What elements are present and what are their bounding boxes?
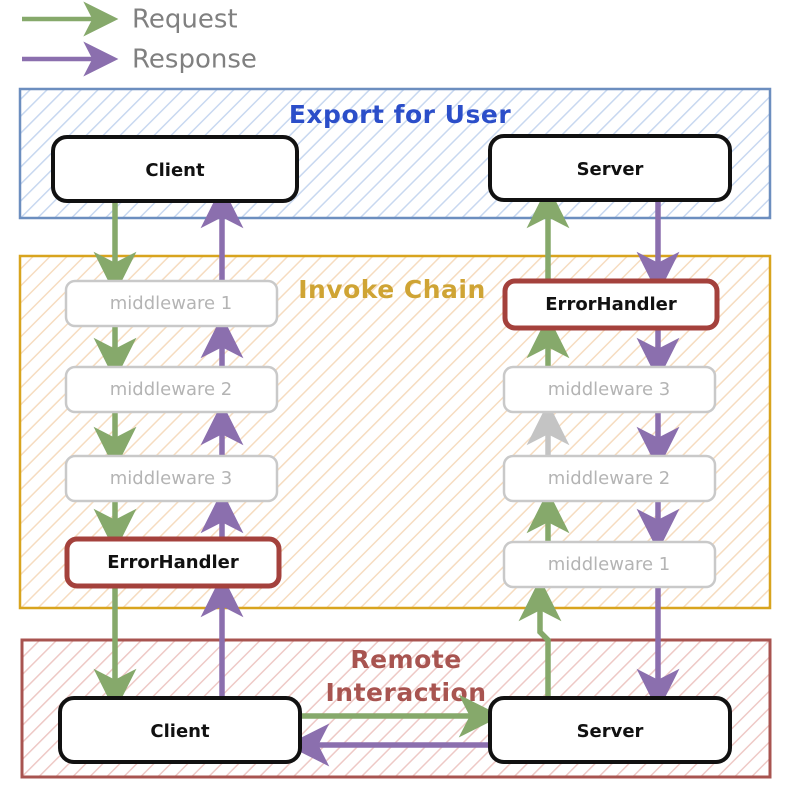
node-left-middleware-3[interactable]: middleware 3	[64, 454, 279, 503]
node-right-middleware-1[interactable]: middleware 1	[502, 540, 717, 589]
node-left-middleware-1[interactable]: middleware 1	[64, 279, 279, 328]
node-label: Client	[145, 160, 205, 181]
node-label: Server	[577, 159, 644, 180]
node-label: Server	[577, 721, 644, 742]
node-label: ErrorHandler	[107, 552, 239, 573]
node-bottom-client[interactable]: Client	[58, 696, 302, 764]
panel-title-remote-interaction-line1: Remote	[350, 645, 461, 674]
legend-item-request: Request	[22, 1, 238, 37]
legend-item-response: Response	[22, 41, 257, 77]
node-left-errorhandler[interactable]: ErrorHandler	[64, 536, 282, 589]
node-label: middleware 1	[548, 554, 670, 575]
flow-arrows-right-request	[518, 185, 570, 717]
node-right-middleware-3[interactable]: middleware 3	[502, 365, 717, 414]
node-right-middleware-2[interactable]: middleware 2	[502, 454, 717, 503]
node-label: middleware 2	[110, 379, 232, 400]
panel-title-remote-interaction-line2: Interaction	[325, 678, 486, 707]
node-label: ErrorHandler	[545, 294, 677, 315]
node-label: middleware 1	[110, 293, 232, 314]
node-label: middleware 3	[548, 379, 670, 400]
node-left-middleware-2[interactable]: middleware 2	[64, 365, 279, 414]
node-label: middleware 3	[110, 468, 232, 489]
node-top-client[interactable]: Client	[51, 135, 299, 203]
legend-label-request: Request	[132, 5, 238, 35]
legend-label-response: Response	[132, 45, 257, 75]
node-bottom-server[interactable]: Server	[488, 696, 732, 764]
panel-title-export-for-user: Export for User	[289, 100, 511, 129]
node-label: Client	[150, 721, 210, 742]
node-top-server[interactable]: Server	[488, 134, 732, 202]
flow-arrows-remote	[286, 694, 502, 767]
request-arrow-server-to-mw1	[518, 578, 562, 717]
node-label: middleware 2	[548, 468, 670, 489]
legend: Request Response	[22, 1, 257, 77]
node-right-errorhandler[interactable]: ErrorHandler	[502, 278, 720, 331]
panel-title-invoke-chain: Invoke Chain	[298, 275, 486, 304]
